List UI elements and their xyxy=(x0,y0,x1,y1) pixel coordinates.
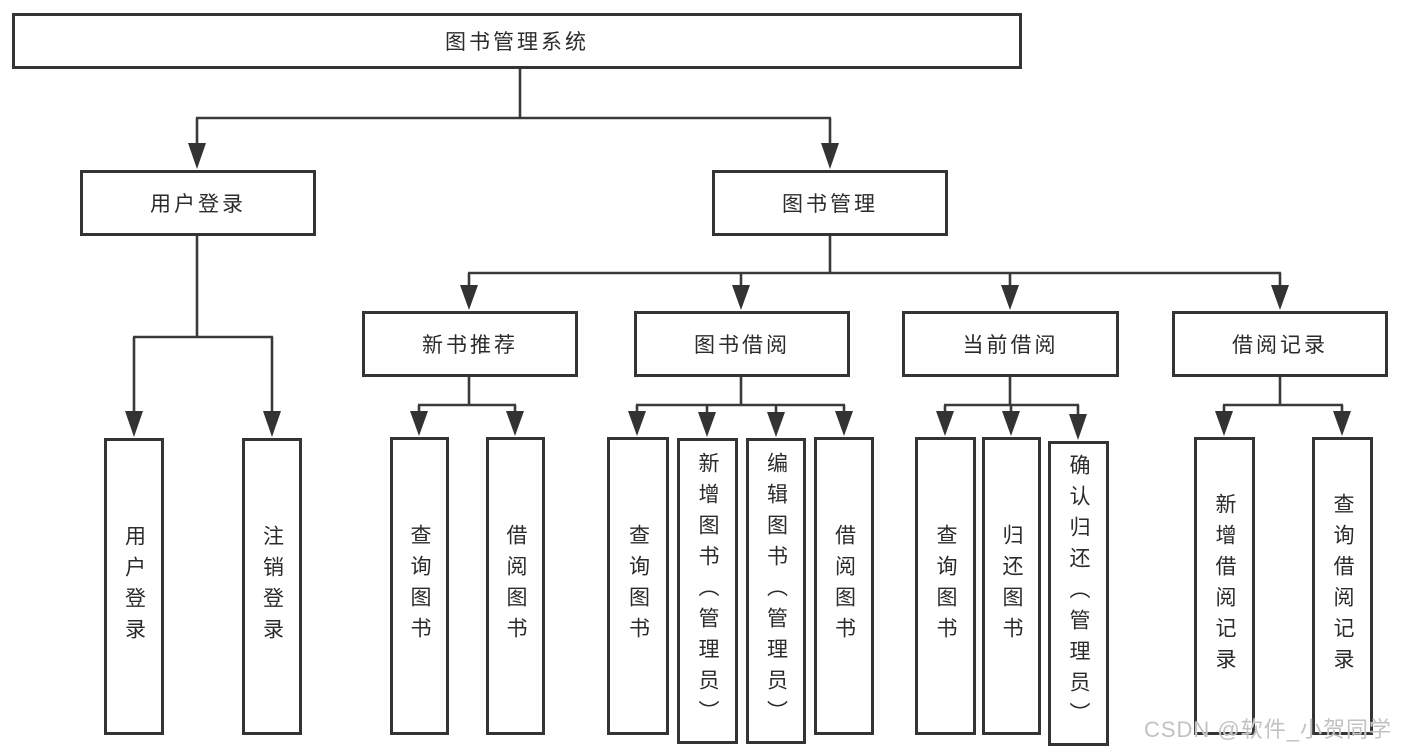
connector-current-branch xyxy=(936,376,1087,440)
leaf-user-login-label: 用户登录 xyxy=(122,524,146,649)
connector-newbook-branch xyxy=(410,376,524,436)
leaf-current-query-label: 查询图书 xyxy=(934,524,957,648)
leaf-current-confirm-admin-label: 确认归还（管理员） xyxy=(1067,454,1090,733)
leaf-record-query: 查询借阅记录 xyxy=(1312,437,1373,735)
node-user-login: 用户登录 xyxy=(80,170,316,236)
leaf-borrow-query: 查询图书 xyxy=(607,437,669,735)
leaf-newbook-query: 查询图书 xyxy=(390,437,449,735)
node-borrow-records: 借阅记录 xyxy=(1172,311,1388,377)
connector-management-branch xyxy=(460,235,1289,310)
node-library-system-label: 图书管理系统 xyxy=(445,31,589,54)
watermark: CSDN @软件_小贺同学 xyxy=(1143,717,1392,742)
connector-bookborrow-branch xyxy=(628,376,853,437)
leaf-newbook-query-label: 查询图书 xyxy=(408,524,431,648)
leaf-current-query: 查询图书 xyxy=(915,437,976,735)
leaf-borrow-add-admin: 新增图书（管理员） xyxy=(677,438,738,744)
node-new-book-recommend: 新书推荐 xyxy=(362,311,578,377)
leaf-current-return: 归还图书 xyxy=(982,437,1041,735)
leaf-record-query-label: 查询借阅记录 xyxy=(1331,493,1354,679)
leaf-newbook-borrow-label: 借阅图书 xyxy=(504,524,527,648)
leaf-user-login: 用户登录 xyxy=(104,438,164,735)
leaf-current-return-label: 归还图书 xyxy=(1000,524,1023,648)
leaf-borrow-query-label: 查询图书 xyxy=(626,524,650,648)
node-current-borrowing-label: 当前借阅 xyxy=(962,334,1059,357)
leaf-borrow-book: 借阅图书 xyxy=(814,437,874,735)
leaf-borrow-book-label: 借阅图书 xyxy=(832,524,856,648)
leaf-newbook-borrow: 借阅图书 xyxy=(486,437,545,735)
connector-records-branch xyxy=(1215,376,1351,436)
node-borrow-records-label: 借阅记录 xyxy=(1232,334,1328,357)
node-book-borrowing-label: 图书借阅 xyxy=(694,334,790,357)
node-book-borrowing: 图书借阅 xyxy=(634,311,850,377)
leaf-logout-label: 注销登录 xyxy=(260,524,284,649)
node-current-borrowing: 当前借阅 xyxy=(902,311,1119,377)
node-book-management-label: 图书管理 xyxy=(782,193,878,216)
node-book-management: 图书管理 xyxy=(712,170,948,236)
leaf-borrow-add-admin-label: 新增图书（管理员） xyxy=(696,451,719,731)
leaf-borrow-edit-admin: 编辑图书（管理员） xyxy=(746,438,806,744)
leaf-logout: 注销登录 xyxy=(242,438,302,735)
connector-login-branch xyxy=(125,235,281,437)
connector-root-branch xyxy=(188,68,839,169)
node-new-book-recommend-label: 新书推荐 xyxy=(422,334,518,357)
leaf-record-add: 新增借阅记录 xyxy=(1194,437,1255,735)
leaf-record-add-label: 新增借阅记录 xyxy=(1213,493,1236,679)
leaf-current-confirm-admin: 确认归还（管理员） xyxy=(1048,441,1109,746)
node-user-login-label: 用户登录 xyxy=(150,193,246,216)
leaf-borrow-edit-admin-label: 编辑图书（管理员） xyxy=(764,451,788,731)
node-library-system: 图书管理系统 xyxy=(12,13,1022,69)
